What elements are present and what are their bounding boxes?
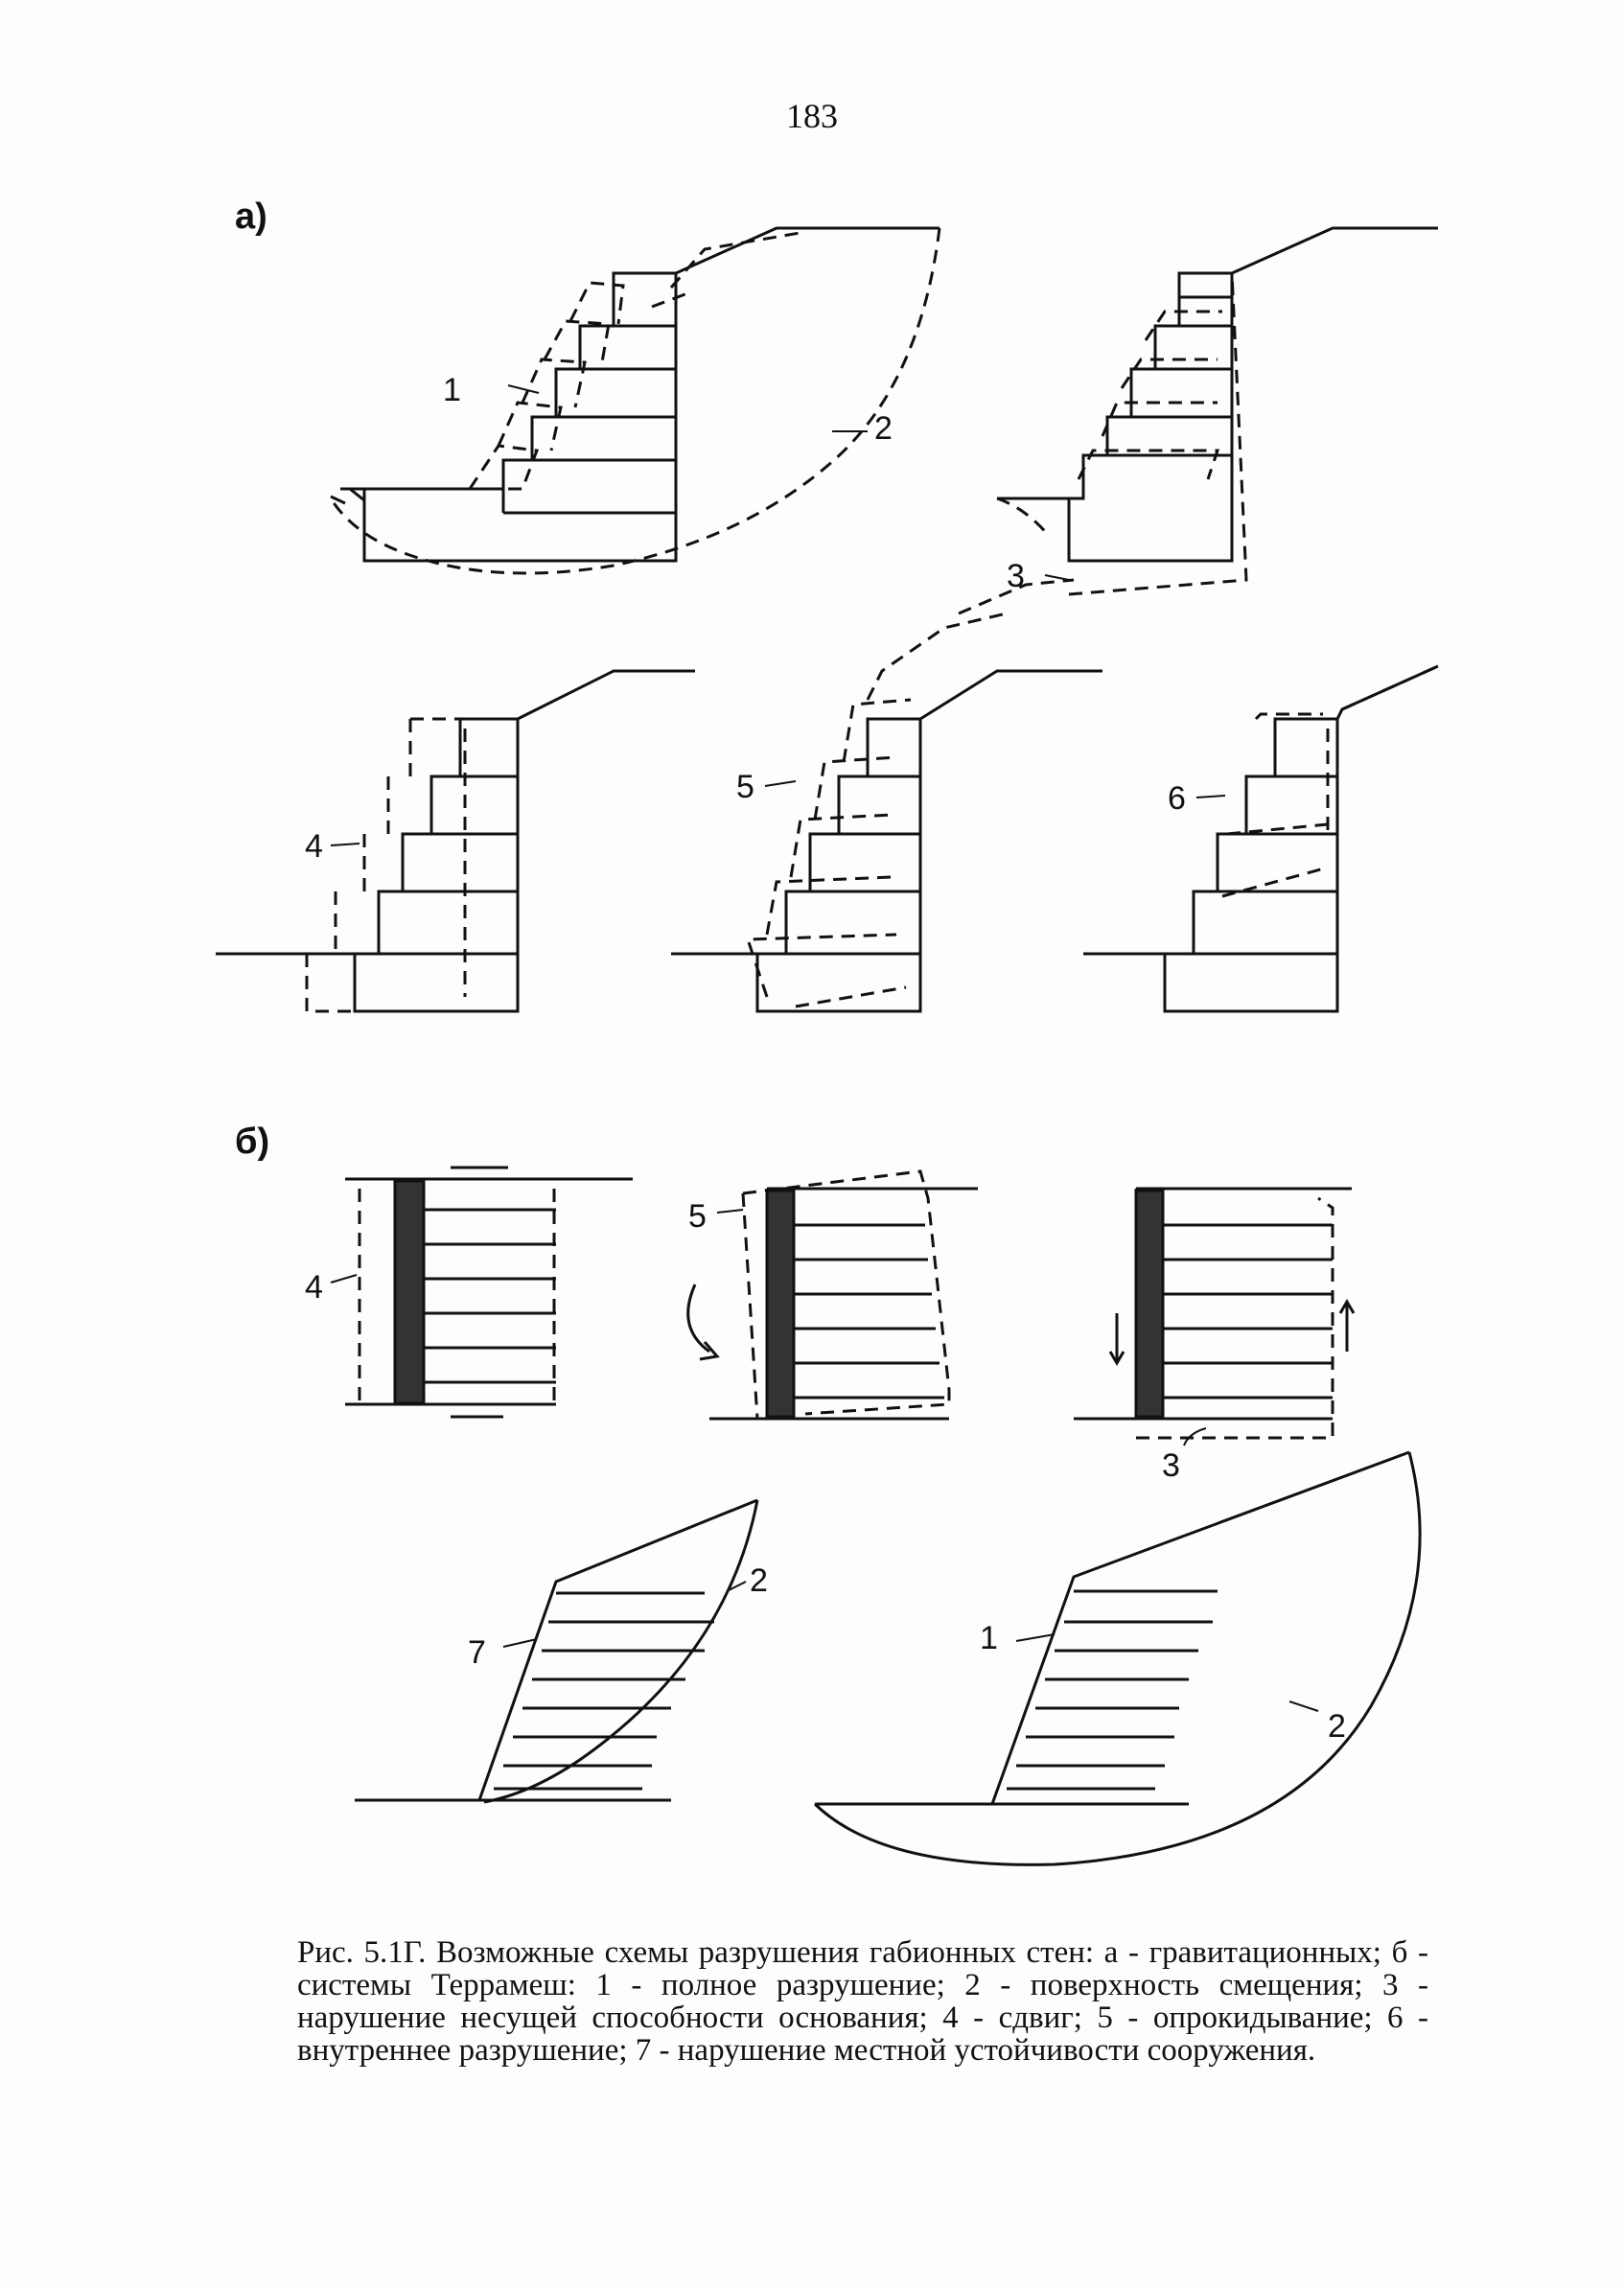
label-4-b: 4	[305, 1269, 323, 1306]
leader-7-left	[502, 1638, 538, 1648]
leader-2-left	[726, 1581, 747, 1592]
leader-3-top	[1044, 574, 1070, 581]
label-1-top: 1	[443, 372, 461, 408]
leader-1-top	[507, 384, 540, 394]
label-5-b: 5	[688, 1198, 707, 1235]
leader-5-b	[716, 1209, 744, 1214]
label-2-left: 2	[750, 1562, 768, 1599]
leader-3-b	[1183, 1427, 1207, 1446]
leader-4-mid	[330, 843, 360, 846]
diagram-b-bearing	[1074, 1187, 1356, 1440]
leader-4-b	[330, 1274, 358, 1284]
diagram-a-overturning	[671, 578, 1102, 1013]
diagram-a-internal	[1083, 664, 1439, 1013]
diagram-a-complete-failure	[329, 226, 941, 575]
panel-label-b: б)	[235, 1122, 270, 1162]
diagram-b-local-stability	[355, 1498, 759, 1804]
diagram-b-complete-failure	[813, 1450, 1422, 1866]
label-4-mid: 4	[305, 828, 323, 865]
leader-1-right	[1015, 1633, 1056, 1642]
panel-label-a: а)	[235, 197, 267, 237]
diagram-b-overturning	[686, 1169, 978, 1421]
page-number: 183	[786, 97, 838, 135]
leader-5-mid	[764, 780, 797, 787]
label-1-right: 1	[980, 1620, 998, 1656]
diagram-a-sliding	[216, 669, 695, 1013]
leader-6-mid	[1195, 795, 1226, 798]
label-5-mid: 5	[736, 769, 754, 805]
label-3-top: 3	[1007, 558, 1025, 594]
label-6-mid: 6	[1168, 780, 1186, 817]
label-2-right: 2	[1328, 1708, 1346, 1745]
diagram-a-bearing-failure	[996, 226, 1438, 596]
leader-2-right	[1288, 1700, 1319, 1712]
label-2-top: 2	[874, 410, 893, 447]
label-7-left: 7	[468, 1634, 486, 1671]
label-3-b: 3	[1162, 1447, 1180, 1484]
figure-caption: Рис. 5.1Г. Возможные схемы разрушения га…	[297, 1935, 1428, 2068]
figure-5-11: 1 2 3 4 5 6 4 5 3 2 7 1 2	[216, 226, 1439, 1866]
diagram-b-sliding	[345, 1166, 633, 1419]
